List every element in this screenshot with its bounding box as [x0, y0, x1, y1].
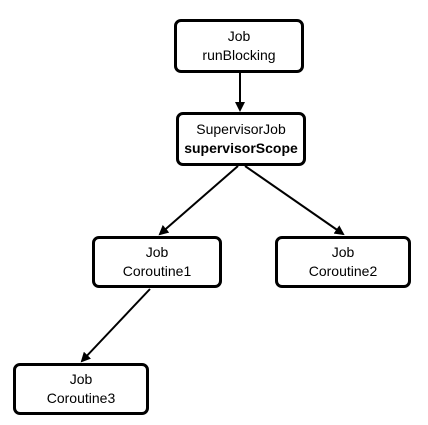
node-coroutine1: Job Coroutine1	[92, 236, 222, 288]
node-runblocking: Job runBlocking	[174, 19, 304, 73]
node-coroutine3-type: Job	[69, 371, 93, 387]
node-supervisor: SupervisorJob supervisorScope	[176, 112, 306, 166]
edge-coroutine1-to-coroutine3	[80, 288, 151, 363]
node-coroutine1-type: Job	[145, 244, 169, 260]
node-coroutine2-type: Job	[331, 244, 355, 260]
node-coroutine2-name: Coroutine2	[308, 263, 378, 279]
edge-supervisor-to-coroutine1	[158, 165, 239, 236]
node-coroutine2: Job Coroutine2	[275, 236, 411, 288]
node-coroutine1-name: Coroutine1	[122, 263, 192, 279]
node-coroutine3: Job Coroutine3	[13, 363, 149, 415]
node-coroutine3-name: Coroutine3	[46, 390, 116, 406]
edge-supervisor-to-coroutine2	[244, 165, 345, 236]
node-runblocking-name: runBlocking	[202, 47, 276, 63]
node-runblocking-type: Job	[227, 28, 251, 44]
node-supervisor-type: SupervisorJob	[196, 121, 286, 137]
node-supervisor-name: supervisorScope	[184, 140, 298, 156]
